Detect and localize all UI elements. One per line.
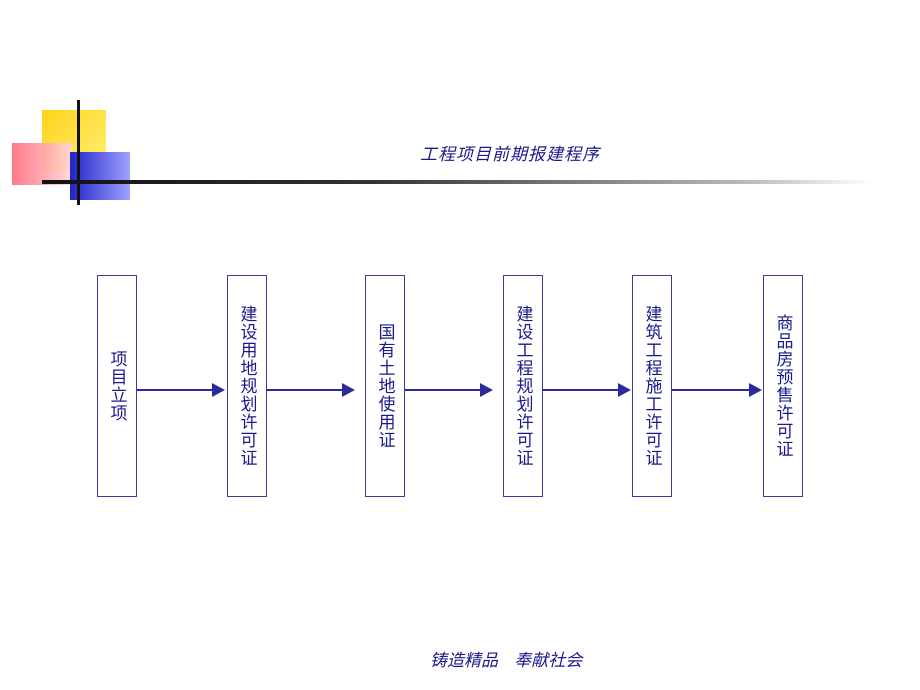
step-label-4: 建设工程规划许可证 xyxy=(512,305,533,467)
flow-arrow-5 xyxy=(672,383,762,397)
step-box-5: 建筑工程施工许可证 xyxy=(632,275,672,497)
header-divider-line xyxy=(42,180,872,184)
step-label-2: 建设用地规划许可证 xyxy=(236,305,257,467)
step-label-1: 项目立项 xyxy=(106,350,127,422)
footer-slogan: 铸造精品 奉献社会 xyxy=(430,651,583,671)
logo-vertical-line xyxy=(77,100,80,205)
step-label-3: 国有土地使用证 xyxy=(374,323,395,449)
step-box-3: 国有土地使用证 xyxy=(365,275,405,497)
step-label-6: 商品房预售许可证 xyxy=(772,314,793,458)
step-label-5: 建筑工程施工许可证 xyxy=(641,305,662,467)
slide-title: 工程项目前期报建程序 xyxy=(420,145,600,165)
step-box-2: 建设用地规划许可证 xyxy=(227,275,267,497)
logo-red-square xyxy=(12,143,72,185)
flow-arrow-1 xyxy=(137,383,225,397)
flow-arrow-2 xyxy=(267,383,355,397)
step-box-1: 项目立项 xyxy=(97,275,137,497)
flow-arrow-4 xyxy=(543,383,631,397)
flow-arrow-3 xyxy=(405,383,493,397)
logo-blue-square xyxy=(70,152,130,200)
step-box-6: 商品房预售许可证 xyxy=(763,275,803,497)
step-box-4: 建设工程规划许可证 xyxy=(503,275,543,497)
